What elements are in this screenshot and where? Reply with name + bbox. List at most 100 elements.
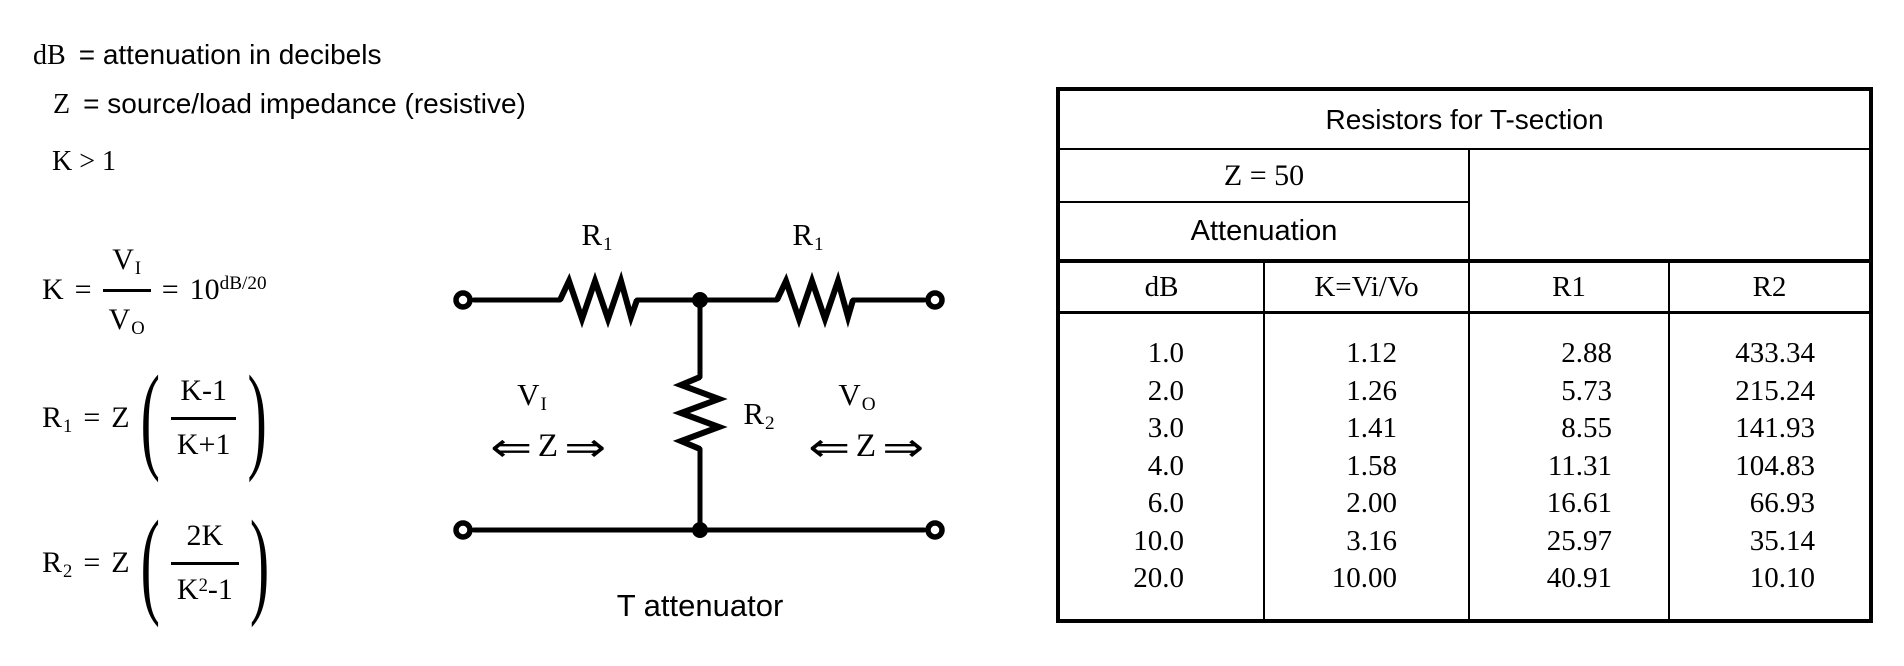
- table-cell: 3.0: [1147, 412, 1184, 445]
- r-base: R: [581, 217, 603, 252]
- table-cell: 35.14: [1749, 524, 1816, 557]
- table-cell: 433.34: [1735, 337, 1816, 370]
- table-cell: 40.91: [1546, 562, 1612, 595]
- fraction-numerator: 2K: [186, 519, 224, 552]
- impedance-cell: Z = 50: [1058, 149, 1470, 203]
- label-r1-right: R1: [792, 217, 824, 256]
- table-cell: 1.58: [1346, 449, 1397, 482]
- z-symbol: Z: [537, 427, 559, 464]
- table-data-column-r1: 2.88 5.73 8.55 11.31 16.61 25.97 40.91: [1468, 312, 1669, 621]
- r-base: R: [743, 396, 765, 431]
- table-impedance-row: Z = 50: [1058, 149, 1872, 263]
- terminal-output-top: [925, 290, 945, 310]
- formula-k-lhs: K: [42, 272, 64, 306]
- table-data-column-k: 1.12 1.26 1.41 1.58 2.00 3.16 10.00: [1263, 312, 1469, 621]
- terminal-input-top: [453, 290, 473, 310]
- close-paren: ): [249, 494, 270, 629]
- impedance-coefficient: Z: [111, 545, 130, 579]
- table-data-column-db: 1.0 2.0 3.0 4.0 6.0 10.0 20.0: [1058, 313, 1264, 622]
- table-cell: 1.0: [1147, 337, 1184, 370]
- impedance-annotation-left: ⇐ Z ⇒: [490, 427, 606, 468]
- fraction-numerator: VI: [106, 243, 147, 289]
- table-cell: 6.0: [1147, 487, 1184, 520]
- v-base: V: [112, 243, 134, 276]
- table-cell: 10.10: [1749, 562, 1816, 595]
- column-header-k: K=Vi/Vo: [1263, 261, 1469, 314]
- impedance-annotation-right: ⇐ Z ⇒: [808, 427, 924, 468]
- fraction-denominator: VO: [102, 289, 151, 338]
- double-arrow-right-icon: ⇒: [563, 425, 606, 471]
- table-cell: 11.31: [1547, 449, 1612, 482]
- equals-sign: =: [83, 400, 101, 434]
- db-definition-text: = attenuation in decibels: [78, 39, 382, 70]
- pow-base: 10: [189, 272, 220, 306]
- z-symbol: Z: [855, 427, 877, 464]
- definition-db: dB = attenuation in decibels: [33, 41, 381, 70]
- v-base: V: [517, 377, 540, 412]
- open-paren: (: [140, 349, 160, 484]
- fraction-denominator: K+1: [170, 417, 237, 461]
- z-definition-text: = source/load impedance (resistive): [83, 88, 526, 119]
- k-exponent: 2: [198, 574, 208, 596]
- power-of-ten: 10dB/20: [190, 273, 267, 307]
- r-subscript: 2: [63, 560, 73, 582]
- r-base: R: [42, 545, 63, 579]
- table-header-row: dB K=Vi/Vo R1 R2: [1058, 261, 1872, 314]
- label-vi: VI: [517, 377, 547, 414]
- table-cell: 10.00: [1331, 562, 1397, 595]
- r-subscript: 1: [63, 415, 73, 437]
- v-base: V: [108, 303, 131, 336]
- resistor-r1-right: [774, 270, 856, 329]
- table-title: Resistors for T-section: [1058, 89, 1872, 150]
- double-arrow-left-icon: ⇐: [808, 425, 851, 471]
- definition-k-constraint: K > 1: [52, 146, 117, 177]
- impedance-coefficient: Z: [111, 400, 130, 434]
- table-cell: 20.0: [1133, 562, 1184, 595]
- table-data-column-r2: 433.34 215.24 141.93 104.83 66.93 35.14 …: [1667, 312, 1872, 621]
- fraction-numerator: K-1: [180, 374, 228, 407]
- table-title-row: Resistors for T-section: [1058, 89, 1872, 150]
- open-paren: (: [140, 494, 160, 629]
- db-symbol: dB: [33, 40, 66, 71]
- formula-r1: R1 = Z ( K-1 K+1 ): [42, 357, 267, 476]
- label-r1-left: R1: [581, 217, 612, 254]
- z-symbol: Z: [53, 89, 71, 120]
- label-vo: VO: [838, 377, 876, 416]
- column-header-db: dB: [1058, 261, 1264, 314]
- v-subscript: O: [861, 394, 876, 416]
- fraction-vi-vo: VI VO: [102, 243, 151, 338]
- node-junction-top: [692, 292, 708, 308]
- fraction-k-ratio: K-1 K+1: [170, 374, 237, 461]
- table-cell: 1.41: [1346, 412, 1397, 445]
- table-cell: 1.26: [1346, 374, 1397, 407]
- table-cell: 104.83: [1735, 449, 1816, 482]
- resistor-r2: [672, 374, 728, 452]
- table-cell: 25.97: [1546, 524, 1612, 557]
- table-cell: 66.93: [1749, 487, 1816, 520]
- equals-sign: =: [83, 545, 101, 579]
- table-cell: 4.0: [1147, 449, 1184, 482]
- formula-r1-lhs: R1: [42, 400, 73, 437]
- empty-merged-cell: [1469, 149, 1872, 263]
- r-subscript: 1: [814, 234, 824, 256]
- table-cell: 8.55: [1561, 412, 1612, 445]
- terminal-input-bottom: [453, 520, 473, 540]
- r-subscript: 2: [765, 413, 775, 435]
- table-cell: 10.0: [1133, 524, 1184, 557]
- node-junction-bottom: [692, 522, 708, 538]
- table-cell: 16.61: [1546, 487, 1612, 520]
- fraction-denominator: K2-1: [170, 562, 239, 606]
- t-attenuator-schematic: [453, 270, 945, 540]
- formula-r2-lhs: R2: [42, 545, 73, 582]
- close-paren: ): [247, 349, 267, 484]
- fraction-2k-ratio: 2K K2-1: [170, 519, 239, 606]
- k-base: K: [176, 573, 199, 606]
- definition-z: Z = source/load impedance (resistive): [53, 90, 526, 119]
- table-cell: 2.0: [1147, 374, 1184, 407]
- double-arrow-right-icon: ⇒: [881, 425, 924, 471]
- terminal-output-bottom: [925, 520, 945, 540]
- r-base: R: [42, 400, 63, 434]
- column-header-r1: R1: [1468, 261, 1669, 314]
- table-cell: 141.93: [1735, 412, 1816, 445]
